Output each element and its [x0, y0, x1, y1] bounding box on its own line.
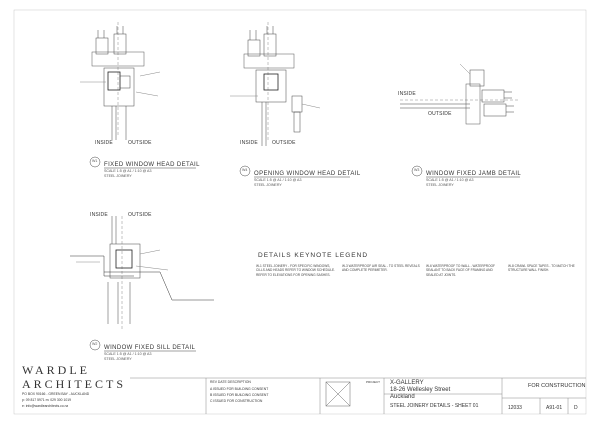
project-label: PROJECT: [366, 380, 381, 384]
firm-phone: p: 09 817 5971 m: 029 300 1019: [22, 398, 72, 402]
w4-tag: W4: [242, 168, 248, 172]
firm-name-line-1: WARDLE: [22, 363, 90, 377]
project-city: Auckland: [390, 394, 415, 400]
w4-outside-label: OUTSIDE: [272, 140, 296, 146]
firm-address: PO BOX 90166 - GREEN BAY - AUCKLAND: [22, 392, 90, 396]
w1-subtitle: STEEL JOINERY: [104, 174, 132, 178]
w3-title: WINDOW FIXED JAMB DETAIL: [426, 171, 522, 177]
detail-w4-drawing: [230, 22, 321, 177]
detail-w1-drawing: [80, 22, 161, 168]
detail-w3-drawing: [400, 63, 520, 177]
w1-inside-label: INSIDE: [95, 140, 113, 146]
legend-col-4: W-8 CRAWL SPACE TAPES - TO MATCH THE STR…: [508, 264, 575, 273]
w2-scale: SCALE 1:5 @ A1 / 1:10 @ A3: [104, 352, 152, 356]
w4-inside-label: INSIDE: [240, 140, 258, 146]
w1-outside-label: OUTSIDE: [128, 140, 152, 146]
firm-name-line-2: ARCHITECTS: [22, 377, 127, 391]
legend-col-3: W-6 WATERPROOF TO WALL - WATERPROOF SEAL…: [426, 264, 496, 277]
w3-tag: W3: [414, 168, 420, 172]
w3-inside-label: INSIDE: [398, 91, 416, 97]
w1-scale: SCALE 1:5 @ A1 / 1:10 @ A3: [104, 169, 152, 173]
w4-title: OPENING WINDOW HEAD DETAIL: [254, 171, 361, 177]
legend-col-1: W-1 STEEL JOINERY - FOR SPECIFIC WINDOWS…: [256, 264, 336, 277]
revision-letter: D: [574, 405, 578, 411]
w3-subtitle: STEEL JOINERY: [426, 183, 454, 187]
sheet-title: STEEL JOINERY DETAILS - SHEET 01: [390, 403, 479, 409]
revision-row-1: A ISSUED FOR BUILDING CONSENT: [210, 387, 269, 391]
w2-title: WINDOW FIXED SILL DETAIL: [104, 345, 196, 351]
w2-inside-label: INSIDE: [90, 212, 108, 218]
legend-col-2: W-3 WATERPROOF AIR SEAL - TO STEEL REVEA…: [342, 264, 420, 273]
w1-title: FIXED WINDOW HEAD DETAIL: [104, 162, 200, 168]
w4-subtitle: STEEL JOINERY: [254, 183, 282, 187]
detail-w2-drawing: [70, 216, 214, 351]
w4-scale: SCALE 1:5 @ A1 / 1:10 @ A3: [254, 178, 302, 182]
w2-subtitle: STEEL JOINERY: [104, 357, 132, 361]
project-name: X-GALLERY: [390, 380, 424, 386]
w2-tag: W2: [92, 342, 98, 346]
revision-header: REV DATE DESCRIPTION: [210, 380, 251, 384]
job-number: 12033: [508, 405, 522, 411]
revision-row-3: C ISSUED FOR CONSTRUCTION: [210, 399, 263, 403]
legend-title: DETAILS KEYNOTE LEGEND: [258, 252, 369, 259]
keynote-legend: W-1 STEEL JOINERY - FOR SPECIFIC WINDOWS…: [256, 264, 586, 324]
w3-outside-label: OUTSIDE: [428, 111, 452, 117]
revision-row-2: B ISSUED FOR BUILDING CONSENT: [210, 393, 269, 397]
w3-scale: SCALE 1:5 @ A1 / 1:10 @ A3: [426, 178, 474, 182]
w1-tag: W1: [92, 159, 98, 163]
status-label: FOR CONSTRUCTION: [528, 383, 586, 389]
firm-email: e: info@wardlearchitects.co.nz: [22, 404, 69, 408]
project-street: 18-26 Wellesley Street: [390, 387, 451, 393]
w2-outside-label: OUTSIDE: [128, 212, 152, 218]
sheet-number: A91-01: [546, 405, 563, 411]
